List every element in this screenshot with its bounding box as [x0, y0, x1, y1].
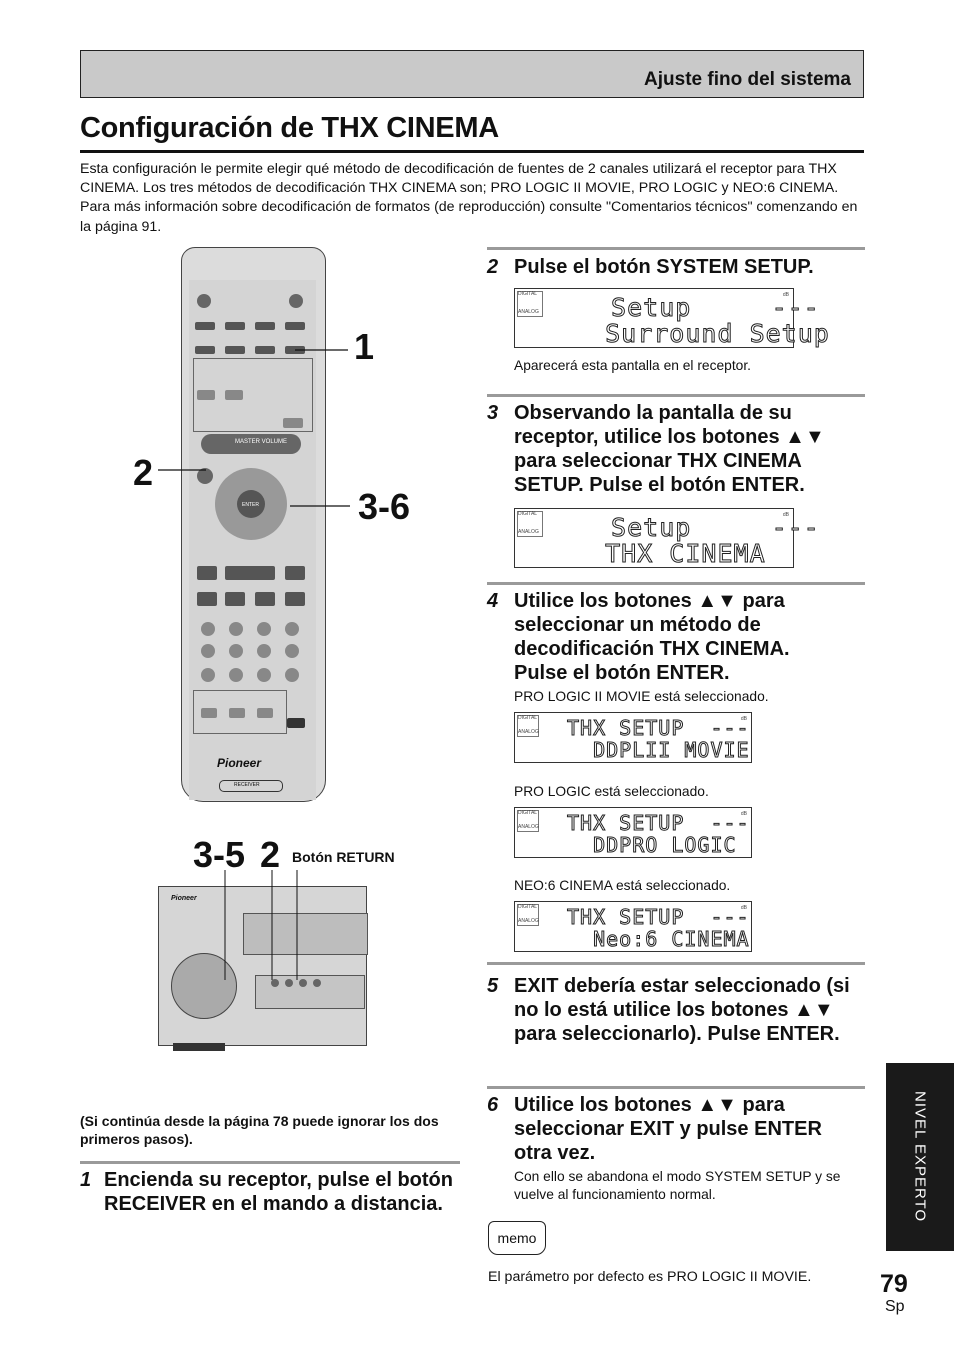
system-setup-button-icon	[197, 468, 213, 484]
callout-lines	[158, 349, 350, 507]
step-4-note-pl2movie: PRO LOGIC II MOVIE está seleccionado.	[514, 689, 769, 704]
section-header-bar: Ajuste fino del sistema	[80, 50, 864, 98]
step-4-number: 4	[487, 590, 499, 612]
memo-text: El parámetro por defecto es PRO LOGIC II…	[488, 1269, 812, 1285]
step-1-number: 1	[80, 1169, 92, 1191]
intro-paragraph: Esta configuración le permite elegir qué…	[80, 161, 858, 235]
remote-control-face: MASTER VOLUME ENTER Pioneer RECEIVER	[189, 280, 316, 800]
skip-steps-note: (Si continúa desde la página 78 puede ig…	[80, 1113, 439, 1147]
step-4-note-prologic: PRO LOGIC está seleccionado.	[514, 784, 709, 799]
page-number: 79	[880, 1270, 908, 1298]
callout-3-5: 3-5	[193, 834, 246, 875]
page-language: Sp	[885, 1298, 905, 1315]
receiver-power-icon	[197, 294, 211, 308]
display-pro-logic: DIGITAL ANALOG dB THX SETUP --- DDPRO LO…	[514, 807, 752, 858]
display-pl2-movie: DIGITAL ANALOG dB THX SETUP --- DDPLII M…	[514, 712, 752, 763]
step-2-text: Pulse el botón SYSTEM SETUP.	[514, 256, 814, 278]
step-6-number: 6	[487, 1094, 499, 1116]
volume-knob-icon	[171, 953, 237, 1019]
side-tab-label: NIVEL EXPERTO	[911, 1091, 929, 1223]
title-divider	[80, 150, 864, 153]
callout-1: 1	[354, 326, 375, 367]
callout-3-6: 3-6	[358, 486, 411, 527]
section-title: Ajuste fino del sistema	[644, 69, 851, 90]
step-4-text: Utilice los botones ▲▼ para seleccionar …	[514, 590, 790, 684]
step-3-number: 3	[487, 402, 499, 424]
page-title: Configuración de THX CINEMA	[80, 112, 499, 144]
step-2-number: 2	[487, 256, 499, 278]
step-3-text: Observando la pantalla de su receptor, u…	[514, 402, 825, 496]
callout-2b: 2	[260, 834, 281, 875]
display-setup-surround: DIGITAL ANALOG dB Setup --- Surround Set…	[514, 288, 829, 349]
source-power-icon	[289, 294, 303, 308]
step-6-text: Utilice los botones ▲▼ para seleccionar …	[514, 1094, 822, 1164]
pioneer-logo: Pioneer	[217, 756, 262, 770]
step-1-text: Encienda su receptor, pulse el botón REC…	[104, 1169, 453, 1215]
step-5-text: EXIT debería estar seleccionado (si no l…	[514, 975, 850, 1045]
display-neo6-cinema: DIGITAL ANALOG dB THX SETUP --- Neo:6 CI…	[514, 901, 752, 952]
display-setup-thx-cinema: DIGITAL ANALOG dB Setup --- THX CINEMA	[514, 508, 819, 569]
step-5-number: 5	[487, 975, 499, 997]
step-4-note-neo6: NEO:6 CINEMA está seleccionado.	[514, 878, 731, 893]
return-button-label: Botón RETURN	[292, 849, 395, 865]
step-6-note: Con ello se abandona el modo SYSTEM SETU…	[514, 1169, 841, 1202]
step-2-note: Aparecerá esta pantalla en el receptor.	[514, 358, 751, 373]
callout-2: 2	[133, 452, 154, 493]
receiver-front-panel: Pioneer	[158, 886, 368, 1051]
side-tab	[886, 1063, 954, 1251]
memo-icon: memo	[488, 1221, 546, 1255]
